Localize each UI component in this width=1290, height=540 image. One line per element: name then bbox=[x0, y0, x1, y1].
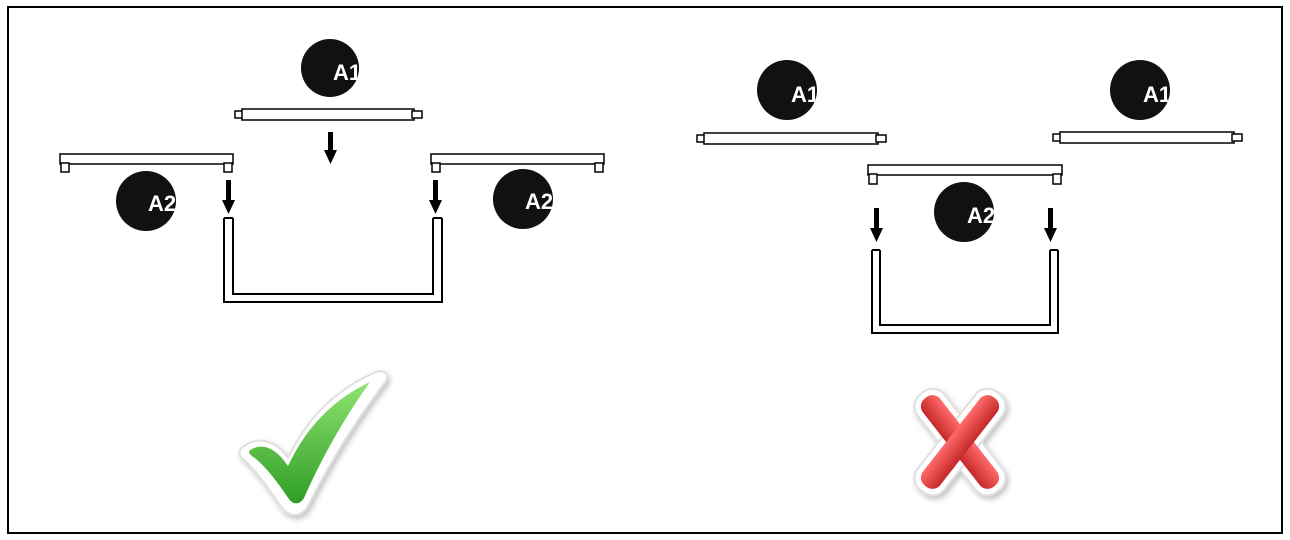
arrow-down-icon bbox=[222, 180, 235, 214]
u-frame bbox=[871, 249, 1059, 334]
bar-a1-top bbox=[234, 108, 423, 121]
arrow-down-icon bbox=[324, 132, 337, 164]
badge-label: A1 bbox=[333, 60, 361, 85]
outer-border bbox=[7, 6, 1283, 534]
u-frame bbox=[223, 217, 443, 303]
badge-a1-right: A1 bbox=[1110, 60, 1171, 120]
correct-panel: A1 bbox=[59, 39, 605, 516]
badge-a2-right: A2 bbox=[493, 169, 553, 229]
bar-a2-right bbox=[430, 153, 605, 173]
bar-a1-left bbox=[696, 132, 887, 145]
badge-a1-left: A1 bbox=[757, 60, 819, 120]
badge-label: A1 bbox=[1143, 82, 1171, 107]
cross-icon bbox=[913, 387, 1007, 497]
incorrect-panel: A1 A1 bbox=[696, 60, 1243, 497]
badge-label: A2 bbox=[967, 203, 995, 228]
badge-label: A2 bbox=[525, 189, 553, 214]
badge-a2-left: A2 bbox=[116, 171, 176, 231]
badge-label: A2 bbox=[148, 191, 176, 216]
arrow-down-icon bbox=[870, 208, 883, 242]
check-icon bbox=[238, 370, 389, 516]
bar-a2-left bbox=[59, 153, 234, 173]
badge-label: A1 bbox=[791, 82, 819, 107]
bar-a2-center bbox=[867, 164, 1063, 185]
arrow-down-icon bbox=[429, 180, 442, 214]
bar-a1-right bbox=[1052, 131, 1243, 144]
arrow-down-icon bbox=[1044, 208, 1057, 242]
badge-a1-top: A1 bbox=[301, 39, 361, 97]
badge-a2-center: A2 bbox=[934, 182, 995, 242]
